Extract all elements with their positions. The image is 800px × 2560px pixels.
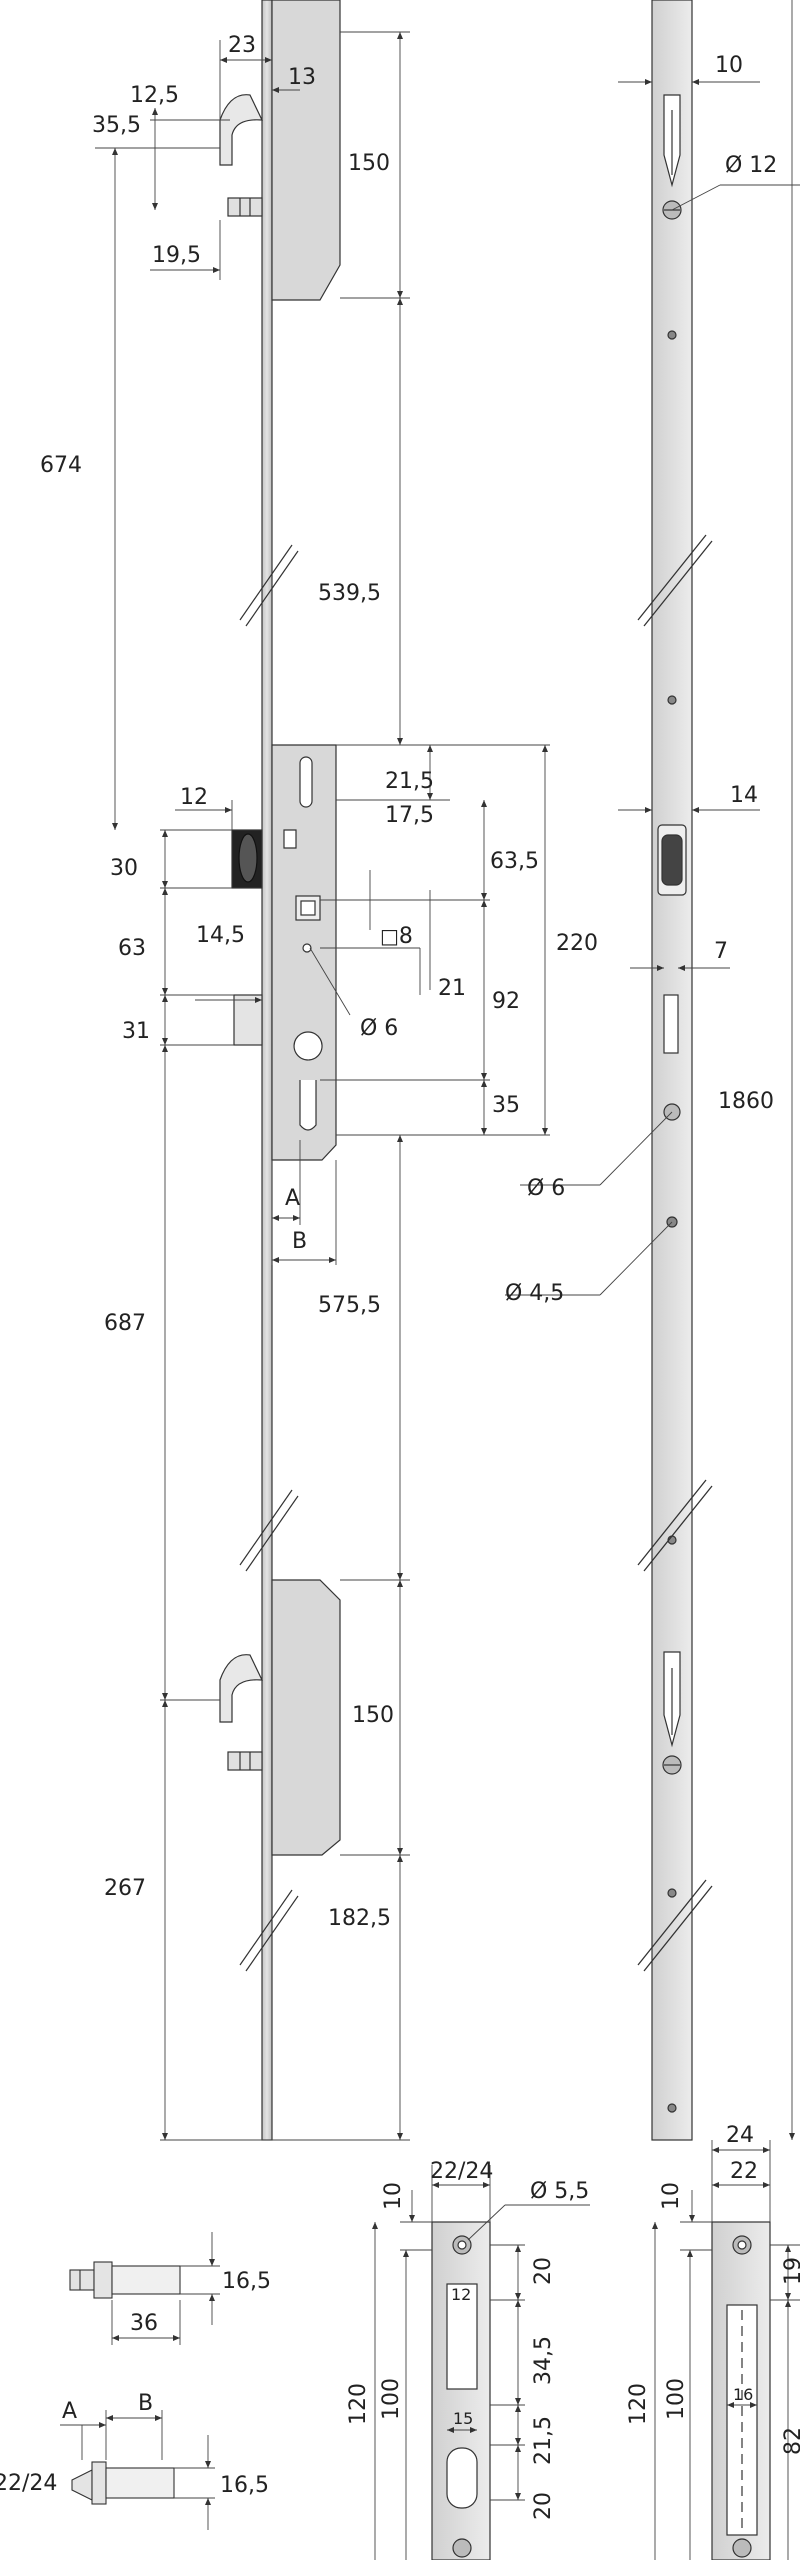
dim-23: 23 [228, 33, 256, 58]
front-dim-diameter-6: Ø 6 [527, 1176, 565, 1201]
strike-a-dim-21-5: 21,5 [531, 2416, 556, 2465]
strike-plate-a [431, 2221, 491, 2560]
front-view [637, 0, 713, 2141]
side-view [219, 0, 341, 2141]
dim-575-5: 575,5 [318, 1293, 381, 1318]
strike-b-dim-100: 100 [664, 2378, 689, 2420]
dim-30: 30 [110, 856, 138, 881]
bottom-pin [227, 1751, 263, 1771]
dim-21: 21 [438, 976, 466, 1001]
dim-92: 92 [492, 989, 520, 1014]
dim-13: 13 [288, 65, 316, 90]
dim-687: 687 [104, 1311, 146, 1336]
strike-a-dim-120: 120 [346, 2383, 371, 2425]
pin-dim-16-5-bottom: 16,5 [220, 2473, 269, 2498]
dim-diameter-6-side: Ø 6 [360, 1016, 398, 1041]
dim-31: 31 [122, 1019, 150, 1044]
strike-plate-b-dims [652, 2140, 800, 2560]
strike-a-dim-20-bottom: 20 [531, 2492, 556, 2520]
front-dim-10: 10 [715, 53, 743, 78]
dim-19-5: 19,5 [152, 243, 201, 268]
pin-dim-a: A [62, 2399, 77, 2424]
dim-b: B [292, 1229, 307, 1254]
strike-a-dim-15: 15 [453, 2409, 473, 2428]
dim-63: 63 [118, 936, 146, 961]
strike-a-dim-22-24: 22/24 [430, 2159, 493, 2184]
dim-63-5: 63,5 [490, 849, 539, 874]
strike-plate-b [711, 2221, 771, 2560]
dim-220: 220 [556, 931, 598, 956]
top-hook [219, 94, 263, 166]
strike-a-dim-10: 10 [381, 2182, 406, 2210]
dim-21-5: 21,5 [385, 769, 434, 794]
front-dim-diameter-12: Ø 12 [725, 153, 777, 178]
dim-12: 12 [180, 785, 208, 810]
faceplate-strip [261, 0, 273, 2141]
dim-35-5: 35,5 [92, 113, 141, 138]
strike-a-dim-34-5: 34,5 [531, 2336, 556, 2385]
strike-plate-a-dims [372, 2165, 590, 2560]
strike-b-dim-10: 10 [659, 2182, 684, 2210]
dim-35: 35 [492, 1093, 520, 1118]
dim-539-5: 539,5 [318, 581, 381, 606]
pin-dimension-lines [60, 2232, 220, 2530]
strike-b-dim-120: 120 [626, 2383, 651, 2425]
dim-182-5: 182,5 [328, 1906, 391, 1931]
dim-a: A [285, 1186, 300, 1211]
front-dim-1860: 1860 [718, 1089, 774, 1114]
strike-a-dim-diameter-5-5: Ø 5,5 [530, 2179, 589, 2204]
dim-8-square: □8 [380, 924, 413, 949]
strike-b-dim-24: 24 [726, 2123, 754, 2148]
strike-a-dim-20-top: 20 [531, 2257, 556, 2285]
bottom-hook-case [271, 1579, 341, 1856]
pin-dim-b: B [138, 2391, 153, 2416]
dimension-labels: 23 13 12,5 35,5 150 19,5 674 539,5 21,5 … [0, 33, 800, 2520]
strike-b-dim-16: 16 [733, 2385, 753, 2404]
cylinder-keyhole [293, 1031, 323, 1131]
dim-267: 267 [104, 1876, 146, 1901]
pin-dim-36: 36 [130, 2311, 158, 2336]
dim-150-bottom: 150 [352, 1703, 394, 1728]
dim-17-5: 17,5 [385, 803, 434, 828]
top-pin [227, 197, 263, 217]
bottom-hook [219, 1654, 263, 1723]
front-dimension-lines [505, 0, 800, 2140]
side-dimension-lines [95, 31, 550, 2141]
front-faceplate [651, 0, 693, 2141]
pin-details [69, 2261, 181, 2505]
pin-dim-22-24: 22/24 [0, 2471, 57, 2496]
front-dim-14: 14 [730, 783, 758, 808]
strike-a-dim-100: 100 [379, 2378, 404, 2420]
main-case-slot [299, 756, 313, 808]
dim-150-top: 150 [348, 151, 390, 176]
dim-14-5: 14,5 [196, 923, 245, 948]
dim-674: 674 [40, 453, 82, 478]
strike-b-dim-19: 19 [781, 2257, 800, 2285]
pin-dim-16-5-top: 16,5 [222, 2269, 271, 2294]
main-lock-case [271, 744, 337, 1161]
strike-b-dim-82: 82 [781, 2427, 800, 2455]
deadbolt [233, 994, 263, 1046]
strike-b-dim-22: 22 [730, 2159, 758, 2184]
top-hook-case [271, 0, 341, 301]
front-dim-7: 7 [714, 939, 728, 964]
dim-12-5: 12,5 [130, 83, 179, 108]
front-dim-diameter-4-5: Ø 4,5 [505, 1281, 564, 1306]
strike-a-dim-12: 12 [451, 2285, 471, 2304]
follower-square [295, 895, 321, 921]
